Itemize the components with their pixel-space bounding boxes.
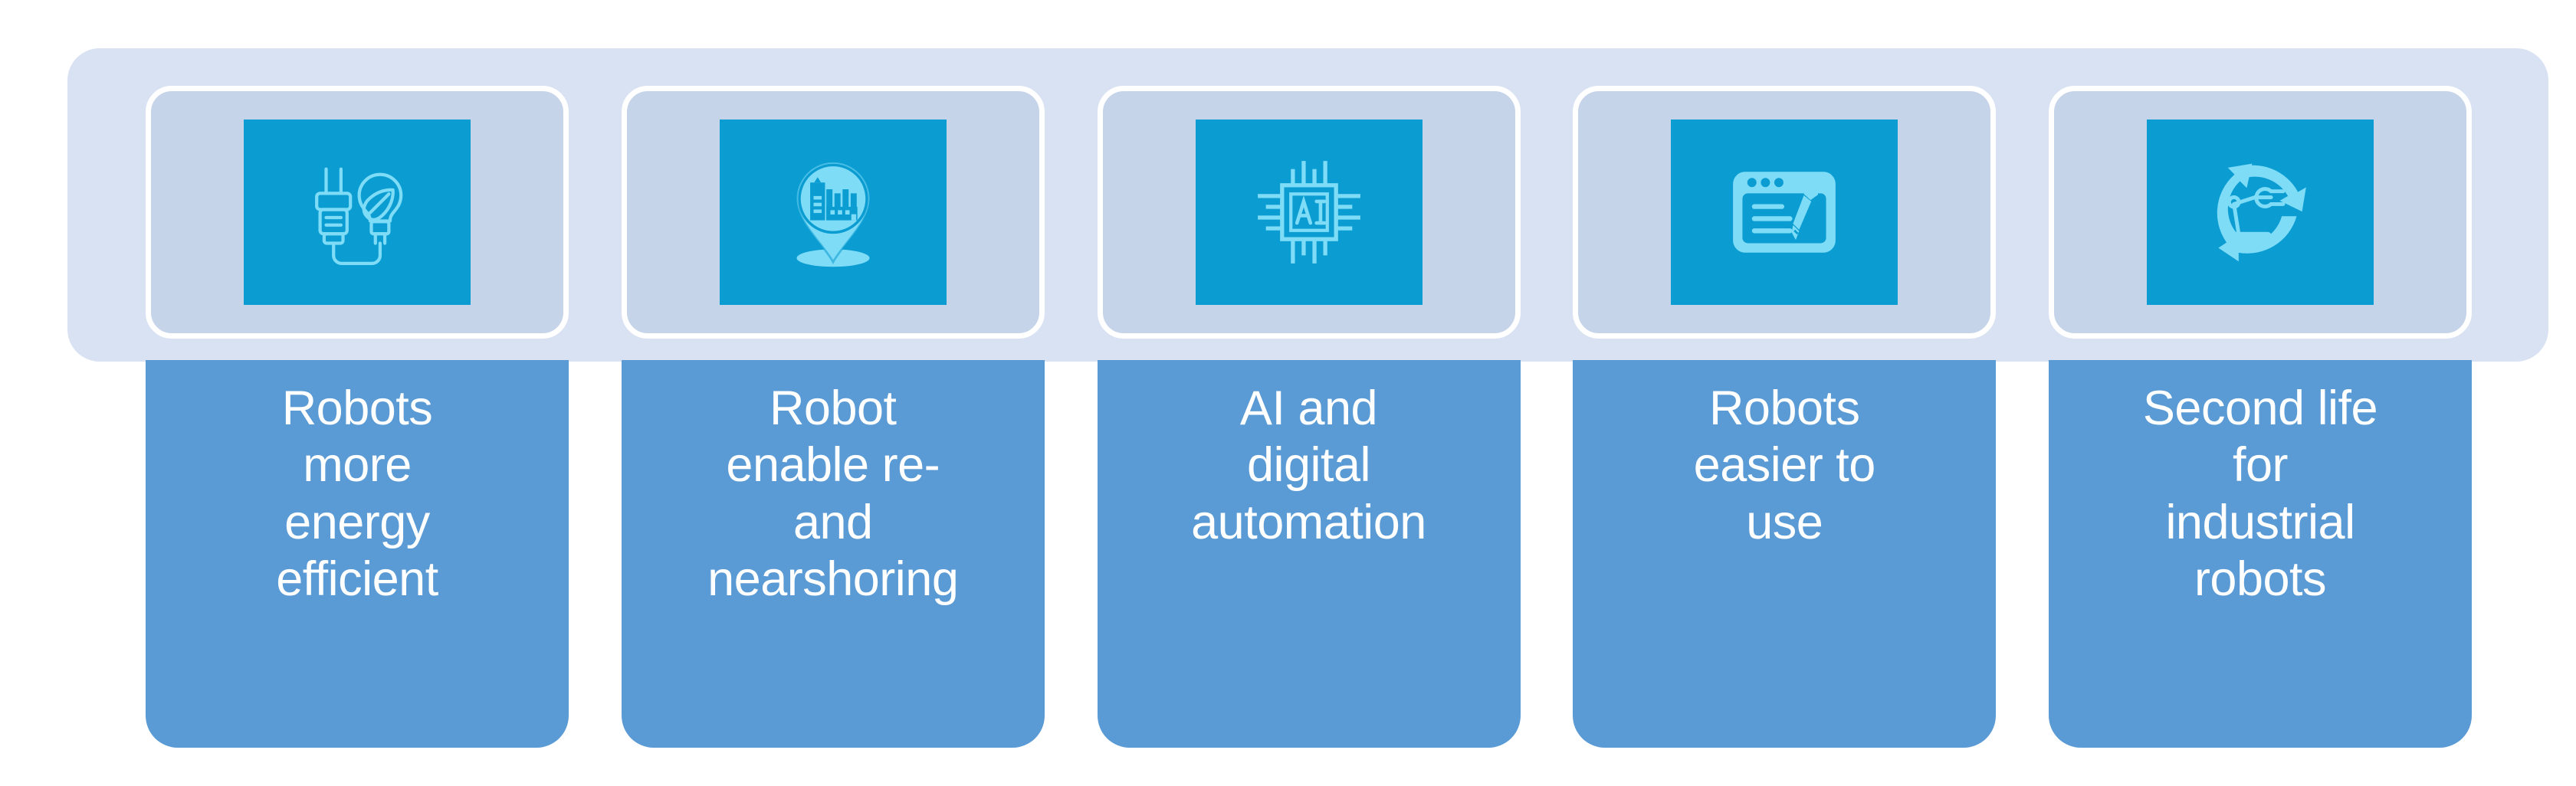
icon-tile xyxy=(719,120,947,305)
icon-card-ai-and-digital-automation[interactable] xyxy=(1097,86,1521,339)
location-pin-factory-icon xyxy=(795,161,871,267)
icon-tile xyxy=(244,120,471,305)
label-card-robots-easier-to-use[interactable]: Robots easier to use xyxy=(1573,360,1997,748)
label-text: Robots easier to use xyxy=(1693,382,1876,549)
icon-tile xyxy=(1195,120,1423,305)
label-text: Second life for industrial robots xyxy=(2142,382,2378,606)
icon-card-row xyxy=(146,86,2472,339)
label-card-row: Robots more energy efficient Robot enabl… xyxy=(146,360,2472,748)
label-text: Robot enable re- and nearshoring xyxy=(707,382,959,606)
plug-and-lightbulb-icon xyxy=(315,167,403,265)
label-card-robot-enable-re-and-nearshoring[interactable]: Robot enable re- and nearshoring xyxy=(621,360,1045,748)
icon-tile xyxy=(1671,120,1898,305)
robot-arm-recycle-icon xyxy=(2217,163,2306,262)
icon-card-robots-easier-to-use[interactable] xyxy=(1573,86,1997,339)
label-text: Robots more energy efficient xyxy=(276,382,438,606)
icon-card-robot-enable-re-and-nearshoring[interactable] xyxy=(621,86,1045,339)
label-card-robots-more-energy-efficient[interactable]: Robots more energy efficient xyxy=(146,360,569,748)
icon-tile xyxy=(2147,120,2374,305)
label-text: AI and digital automation xyxy=(1191,382,1426,549)
label-card-ai-and-digital-automation[interactable]: AI and digital automation xyxy=(1097,360,1521,748)
icon-card-second-life-for-industrial-robots[interactable] xyxy=(2049,86,2472,339)
label-card-second-life-for-industrial-robots[interactable]: Second life for industrial robots xyxy=(2049,360,2472,748)
icon-card-robots-more-energy-efficient[interactable] xyxy=(146,86,569,339)
browser-form-pencil-icon xyxy=(1733,172,1836,253)
ai-microchip-icon xyxy=(1257,161,1360,264)
